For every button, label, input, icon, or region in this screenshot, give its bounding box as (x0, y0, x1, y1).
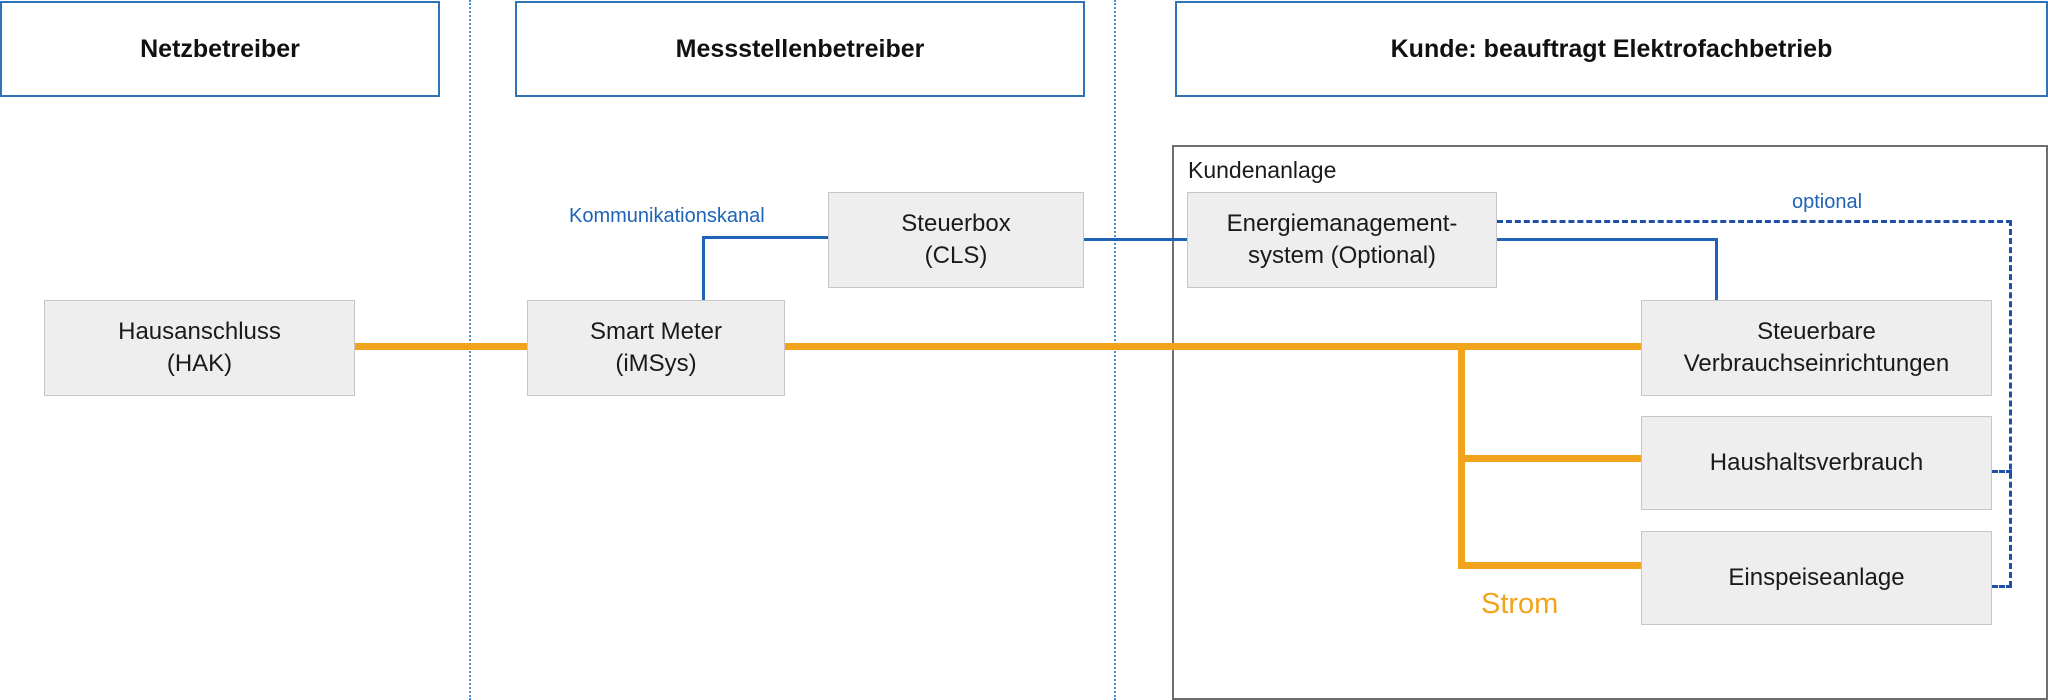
optional-line-haushalt (1992, 470, 2012, 473)
strom-label: Strom (1481, 588, 1559, 620)
box-smart-meter-line2: (iMSys) (615, 350, 697, 377)
box-energiemanagement: Energiemanagement- system (Optional) (1187, 192, 1497, 288)
box-steuerbox-line1: Steuerbox (901, 210, 1011, 237)
box-smart-meter: Smart Meter (iMSys) (527, 300, 785, 396)
header-netzbetreiber: Netzbetreiber (0, 1, 440, 97)
header-messstellenbetreiber: Messstellenbetreiber (515, 1, 1085, 97)
comm-line-smartmeter-up (702, 236, 705, 301)
power-line-einspeise (1458, 562, 1641, 569)
power-line-main (785, 343, 1641, 350)
box-steuerbare-line1: Steuerbare (1757, 318, 1876, 345)
box-smart-meter-line1: Smart Meter (589, 318, 723, 345)
optional-line-einspeise (1992, 585, 2012, 588)
header-kunde-label: Kunde: beauftragt Elektrofachbetrieb (1390, 34, 1833, 63)
optional-label: optional (1792, 191, 1863, 213)
optional-line-top (1497, 220, 2012, 223)
comm-line-steuerbox-ems (1084, 238, 1187, 241)
box-hausanschluss-line1: Hausanschluss (118, 318, 281, 345)
header-netzbetreiber-label: Netzbetreiber (140, 34, 300, 63)
box-haushaltsverbrauch: Haushaltsverbrauch (1641, 416, 1992, 510)
box-hausanschluss: Hausanschluss (HAK) (44, 300, 355, 396)
kundenanlage-label: Kundenanlage (1188, 157, 1337, 183)
separator-left (469, 0, 471, 700)
power-line-hak-smartmeter (355, 343, 527, 350)
optional-line-right (2009, 220, 2012, 587)
comm-line-ems-right (1497, 238, 1718, 241)
header-kunde: Kunde: beauftragt Elektrofachbetrieb (1175, 1, 2048, 97)
comm-line-ems-down (1715, 238, 1718, 300)
separator-right (1114, 0, 1116, 700)
box-hausanschluss-line2: (HAK) (166, 350, 233, 377)
kundenanlage-frame (1172, 145, 2048, 700)
box-einspeiseanlage: Einspeiseanlage (1641, 531, 1992, 625)
box-einspeiseanlage-label: Einspeiseanlage (1728, 564, 1905, 591)
box-steuerbox: Steuerbox (CLS) (828, 192, 1084, 288)
comm-line-to-steuerbox (702, 236, 828, 239)
power-line-haushalt (1458, 455, 1641, 462)
box-energiemanagement-line1: Energiemanagement- (1226, 210, 1458, 237)
kommunikationskanal-label: Kommunikationskanal (569, 205, 765, 227)
box-energiemanagement-line2: system (Optional) (1247, 242, 1437, 269)
box-steuerbare-line2: Verbrauchseinrichtungen (1683, 350, 1950, 377)
box-steuerbox-line2: (CLS) (924, 242, 988, 269)
box-steuerbare-verbrauchseinrichtungen: Steuerbare Verbrauchseinrichtungen (1641, 300, 1992, 396)
header-messstellenbetreiber-label: Messstellenbetreiber (675, 34, 925, 63)
box-haushaltsverbrauch-label: Haushaltsverbrauch (1709, 449, 1924, 476)
